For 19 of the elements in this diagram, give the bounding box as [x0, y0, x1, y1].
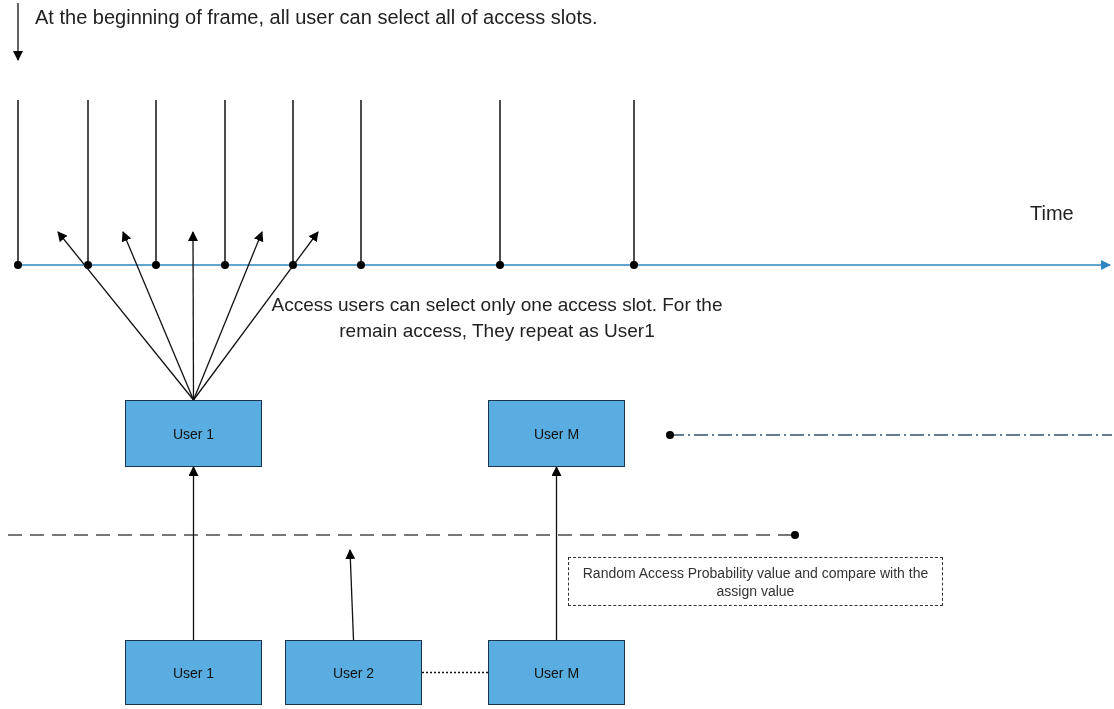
note-text: Access users can select only one access slot. For the remain access, They repeat as User1	[270, 293, 724, 343]
note-box: Random Access Probability value and compare with the assign value	[568, 557, 943, 606]
arrow	[192, 231, 264, 401]
arrow	[188, 466, 199, 641]
connector-line	[421, 671, 489, 674]
arrow	[121, 231, 195, 401]
user-box: User M	[488, 400, 625, 467]
arrow	[188, 231, 199, 401]
user-box: User 1	[125, 400, 262, 467]
arrow	[551, 466, 562, 641]
time-label: Time	[1030, 201, 1075, 226]
arrow	[13, 2, 23, 61]
user-box: User 1	[125, 640, 262, 705]
caption-text: At the beginning of frame, all user can select all of access slots.	[18, 3, 718, 31]
arrow	[192, 231, 319, 401]
user-box: User 2	[285, 640, 422, 705]
user-box: User M	[488, 640, 625, 705]
arrow	[57, 231, 195, 401]
arrow	[345, 549, 356, 641]
